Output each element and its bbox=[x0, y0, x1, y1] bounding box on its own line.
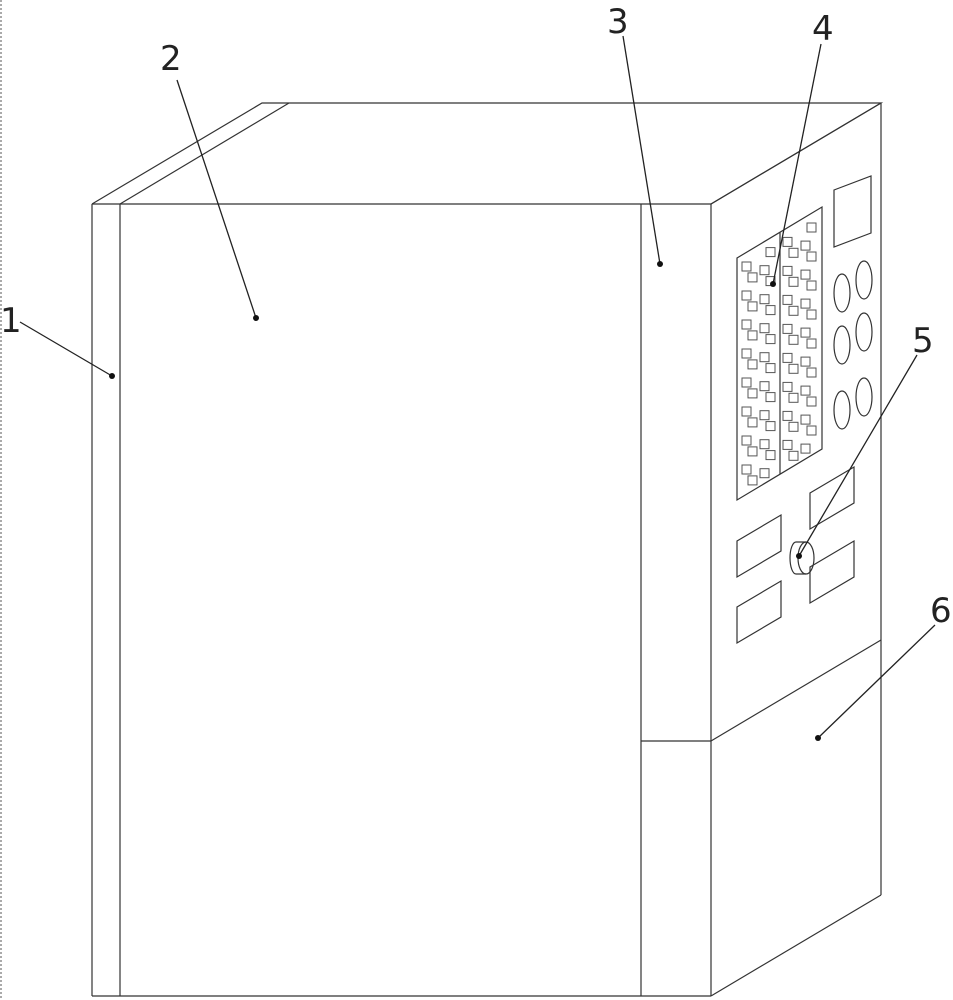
grid-cell bbox=[800, 269, 811, 280]
grid-cell bbox=[782, 323, 793, 334]
grid-cell bbox=[806, 425, 817, 436]
grid-cell bbox=[741, 348, 752, 359]
grid-cell bbox=[747, 388, 758, 399]
grid-cell bbox=[747, 417, 758, 428]
grid-cell bbox=[800, 298, 811, 309]
callout-labels: 1 2 3 4 5 6 bbox=[0, 2, 952, 631]
grid-cell bbox=[765, 450, 776, 461]
grid-cell bbox=[741, 464, 752, 475]
knob-icon bbox=[855, 312, 873, 352]
grid-cell bbox=[759, 468, 770, 479]
grid-cell bbox=[759, 410, 770, 421]
grid-cell bbox=[800, 240, 811, 251]
top-face bbox=[91, 102, 884, 205]
grid-cell bbox=[788, 276, 799, 287]
leader-lines bbox=[19, 35, 936, 741]
grid-cell bbox=[806, 309, 817, 320]
grid-cell bbox=[759, 323, 770, 334]
grid-cell bbox=[788, 247, 799, 258]
grid-cell bbox=[782, 410, 793, 421]
grid-cell bbox=[782, 265, 793, 276]
grid-cell bbox=[806, 280, 817, 291]
grid-cell bbox=[788, 305, 799, 316]
grid-cell bbox=[806, 367, 817, 378]
knob-icon bbox=[855, 260, 873, 300]
side-strip bbox=[91, 204, 121, 997]
grid-cell bbox=[741, 377, 752, 388]
grid-cell bbox=[765, 247, 776, 258]
grid-cell bbox=[788, 363, 799, 374]
grid-cell bbox=[806, 222, 817, 233]
grid-cell bbox=[759, 294, 770, 305]
grid-cell bbox=[747, 446, 758, 457]
callout-label-6: 6 bbox=[930, 591, 952, 631]
grid-cell bbox=[788, 450, 799, 461]
main-door-panel bbox=[120, 204, 711, 997]
grid-cell bbox=[759, 381, 770, 392]
grid-cell bbox=[765, 421, 776, 432]
grid-cell bbox=[806, 396, 817, 407]
grid-cell bbox=[782, 381, 793, 392]
right-side-face bbox=[710, 102, 882, 997]
knob-group bbox=[833, 260, 873, 430]
lower-compartment bbox=[710, 639, 882, 742]
grid-cell bbox=[741, 406, 752, 417]
grid-cell bbox=[800, 327, 811, 338]
callout-label-3: 3 bbox=[607, 2, 629, 42]
grid-cell bbox=[747, 475, 758, 486]
callout-label-4: 4 bbox=[812, 9, 834, 49]
callout-label-2: 2 bbox=[160, 39, 182, 79]
grid-panel-frame bbox=[736, 205, 823, 502]
grid-cell bbox=[759, 439, 770, 450]
grid-cell bbox=[782, 439, 793, 450]
grid-cell bbox=[806, 338, 817, 349]
display-window bbox=[833, 175, 872, 248]
grid-cell bbox=[741, 261, 752, 272]
grid-cell bbox=[759, 265, 770, 276]
grid-cell bbox=[782, 236, 793, 247]
grid-cell bbox=[747, 272, 758, 283]
panel-button bbox=[736, 513, 782, 579]
grid-cell bbox=[747, 330, 758, 341]
grid-cell bbox=[782, 294, 793, 305]
knob-icon bbox=[855, 377, 873, 417]
grid-cell bbox=[800, 414, 811, 425]
grid-cell bbox=[759, 352, 770, 363]
grid-cell bbox=[765, 392, 776, 403]
grid-cell bbox=[765, 334, 776, 345]
grid-cell bbox=[806, 251, 817, 262]
grid-cell bbox=[782, 352, 793, 363]
panel-button bbox=[809, 465, 855, 531]
callout-label-5: 5 bbox=[912, 321, 934, 361]
grid-cell bbox=[741, 290, 752, 301]
front-right-column bbox=[641, 204, 712, 996]
button-group bbox=[736, 465, 855, 645]
knob-icon bbox=[833, 325, 851, 365]
grid-cell bbox=[747, 359, 758, 370]
grid-cell bbox=[788, 392, 799, 403]
grid-cell bbox=[800, 385, 811, 396]
grid-cell bbox=[800, 443, 811, 454]
grid-cell bbox=[765, 305, 776, 316]
panel-button bbox=[809, 539, 855, 605]
grid-cell bbox=[741, 319, 752, 330]
knob-icon bbox=[833, 273, 851, 313]
callout-label-1: 1 bbox=[0, 301, 22, 341]
panel-button bbox=[736, 579, 782, 645]
grid-panel bbox=[736, 205, 823, 502]
grid-cell bbox=[741, 435, 752, 446]
grid-cell bbox=[765, 363, 776, 374]
knob-icon bbox=[833, 390, 851, 430]
grid-cell bbox=[800, 356, 811, 367]
grid-cell bbox=[747, 301, 758, 312]
grid-cell bbox=[788, 421, 799, 432]
grid-cell bbox=[788, 334, 799, 345]
